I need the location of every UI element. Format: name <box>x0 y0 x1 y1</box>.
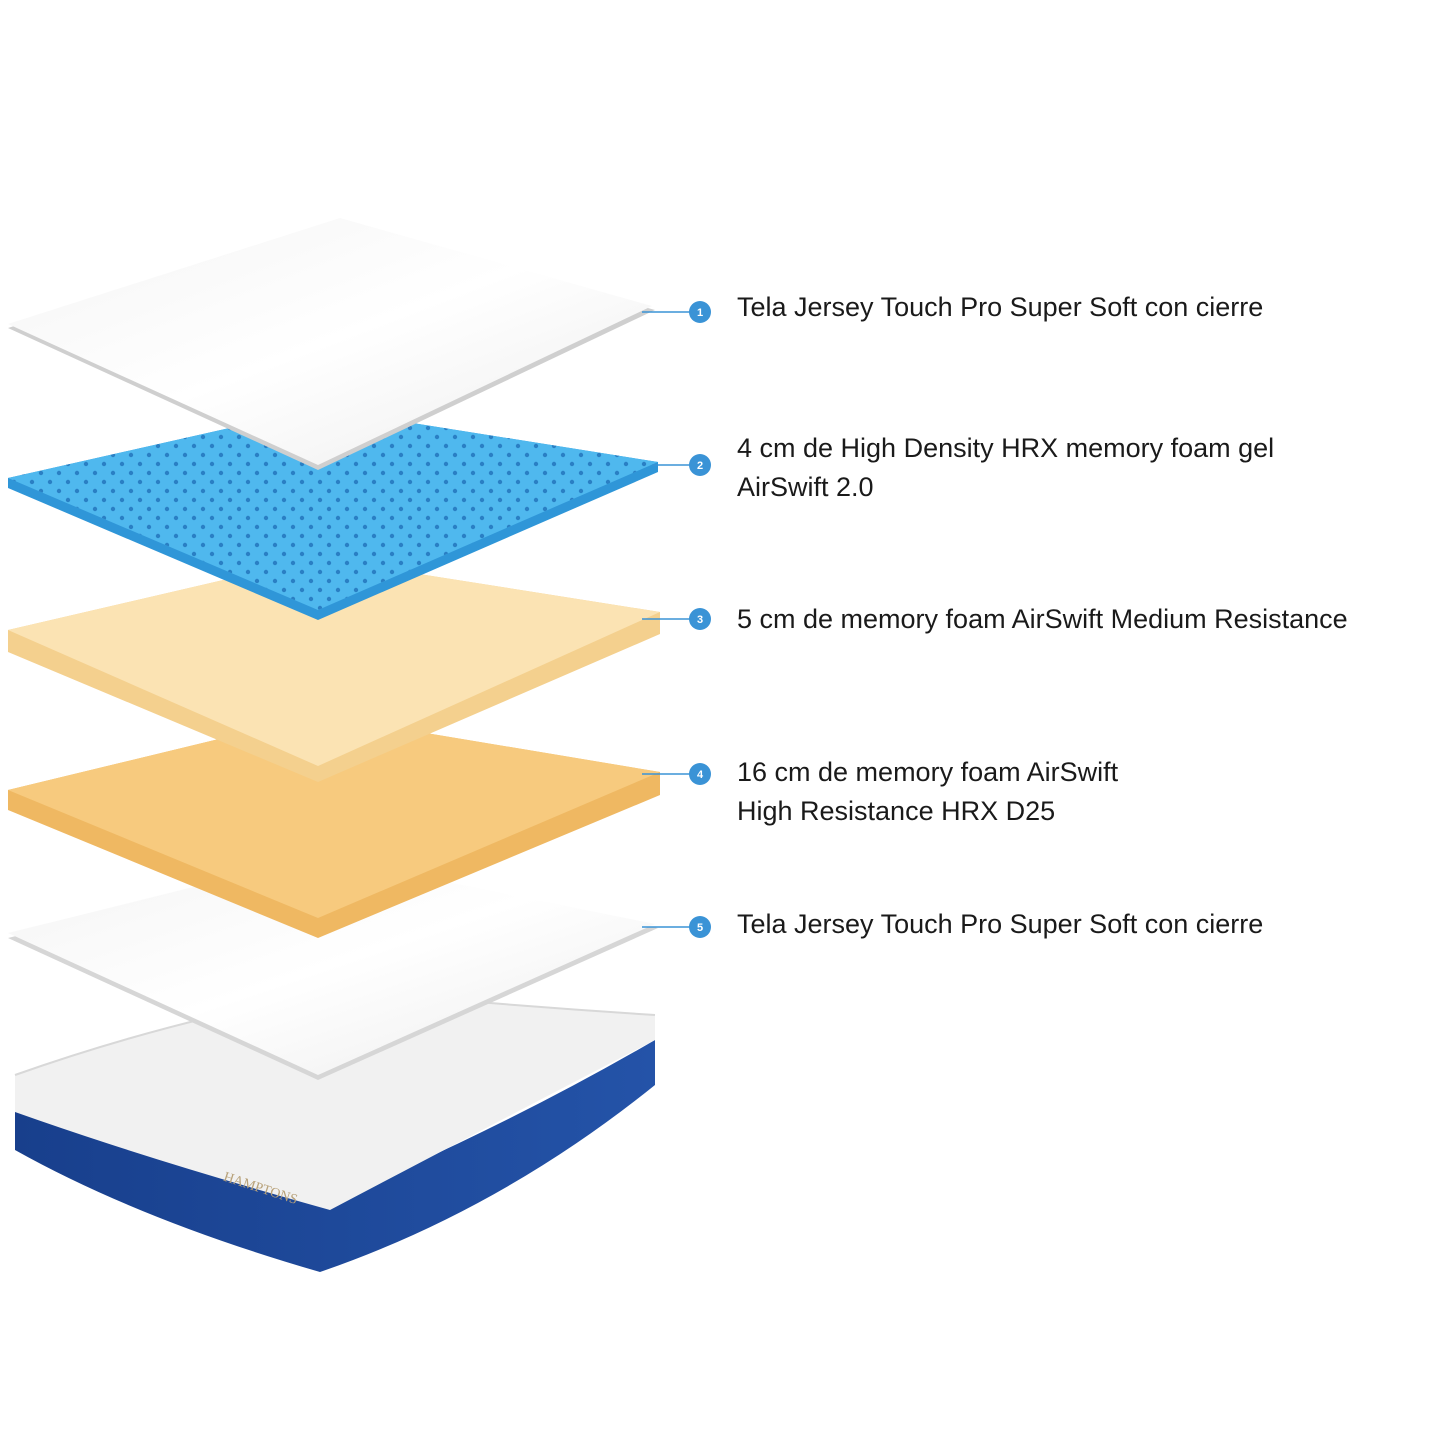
layer-1-badge-number: 1 <box>697 307 703 319</box>
layer-1-fabric-sheet <box>8 218 655 470</box>
layer-4-high-foam-slab <box>8 715 660 938</box>
layer-2-label-line-1: 4 cm de High Density HRX memory foam gel <box>737 433 1275 463</box>
layer-2-label: 4 cm de High Density HRX memory foam gel… <box>737 429 1274 507</box>
layer-5-marker: 5 <box>642 916 711 938</box>
layer-3-medium-foam-slab <box>8 558 660 782</box>
layer-4-marker: 4 <box>642 763 711 785</box>
layer-1-label: Tela Jersey Touch Pro Super Soft con cie… <box>737 288 1263 327</box>
layer-3-badge-number: 3 <box>697 614 703 626</box>
layer-4-label: 16 cm de memory foam AirSwift High Resis… <box>737 753 1118 831</box>
layer-4-label-line-1: 16 cm de memory foam AirSwift <box>737 757 1119 787</box>
layer-2-badge-number: 2 <box>697 460 703 472</box>
layer-2-marker: 2 <box>652 454 711 476</box>
layer-2-gel-foam-slab <box>8 408 658 620</box>
layer-3-label-line-1: 5 cm de memory foam AirSwift Medium Resi… <box>737 604 1348 634</box>
layer-1-label-line-1: Tela Jersey Touch Pro Super Soft con cie… <box>737 292 1264 322</box>
layer-2-label-line-2: AirSwift 2.0 <box>737 472 874 502</box>
layer-4-badge-number: 4 <box>697 769 704 781</box>
layer-4-label-line-2: High Resistance HRX D25 <box>737 796 1056 826</box>
layer-3-label: 5 cm de memory foam AirSwift Medium Resi… <box>737 600 1348 639</box>
layer-5-label: Tela Jersey Touch Pro Super Soft con cie… <box>737 905 1263 944</box>
layer-5-fabric-sheet <box>8 856 658 1080</box>
layer-5-label-line-1: Tela Jersey Touch Pro Super Soft con cie… <box>737 909 1264 939</box>
layer-5-badge-number: 5 <box>697 922 703 934</box>
layer-1-marker: 1 <box>642 301 711 323</box>
layer-3-marker: 3 <box>642 608 711 630</box>
